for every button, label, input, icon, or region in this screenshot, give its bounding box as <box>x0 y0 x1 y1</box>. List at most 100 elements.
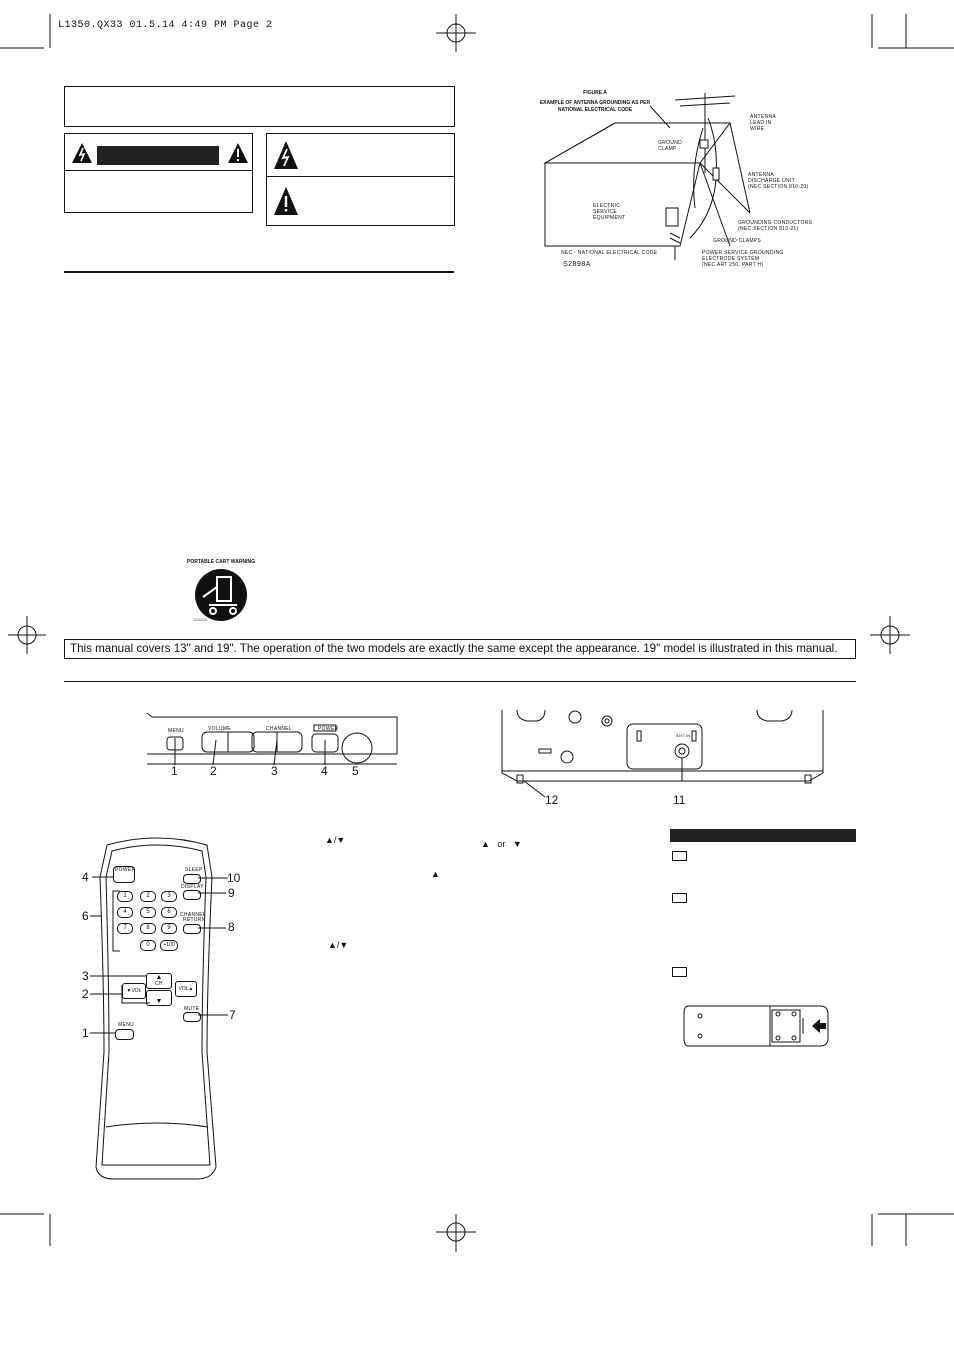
remote-digit-2[interactable]: 2 <box>140 891 156 902</box>
remote-channel-return-label-2: RETURN <box>183 917 206 923</box>
remote-power-button[interactable] <box>113 866 135 883</box>
figure-a-title: FIGURE A <box>583 90 607 96</box>
model-coverage-banner: This manual covers 13" and 19". The oper… <box>64 639 856 659</box>
remote-channel-return-button[interactable] <box>183 924 201 934</box>
rear-callout-12: 12 <box>545 793 559 807</box>
remote-digit-8[interactable]: 8 <box>140 923 156 934</box>
label-ground-clamp-1: GROUND <box>658 140 683 146</box>
remote-callout-2: 2 <box>82 987 89 1001</box>
front-channel-label: CHANNEL <box>266 726 292 732</box>
front-callout-5: 5 <box>352 764 359 778</box>
arrow-glyph-updown-1: ▲/▼ <box>325 835 346 845</box>
remote-digit-6[interactable]: 6 <box>161 907 177 918</box>
rear-panel-drawing <box>501 709 824 798</box>
remote-digit-3[interactable]: 3 <box>161 891 177 902</box>
symbols-box <box>266 133 455 226</box>
remote-digit-5[interactable]: 5 <box>140 907 156 918</box>
caution-box <box>64 133 253 213</box>
remote-channel-return-label-1: CHANNEL <box>180 912 206 918</box>
figure-a-subtitle-2: NATIONAL ELECTRICAL CODE <box>557 107 633 113</box>
remote-callout-3: 3 <box>82 969 89 983</box>
section-rule-top <box>64 271 454 273</box>
cart-caption: S3126A <box>193 617 208 622</box>
front-callout-lines <box>174 738 326 766</box>
rear-ant-label: ANT.IN <box>676 733 691 738</box>
remote-vol-up-button[interactable]: VOL▲ <box>175 981 197 997</box>
remote-ch-label: CH <box>155 981 163 987</box>
figure-a-subtitle-1: EXAMPLE OF ANTENNA GROUNDING AS PER <box>539 100 651 106</box>
label-electric-service-2: SERVICE <box>593 209 617 215</box>
step-3-box <box>672 967 687 977</box>
label-power-service-2: ELECTRODE SYSTEM <box>702 256 760 262</box>
front-callout-1: 1 <box>171 764 178 778</box>
remote-callout-lines <box>90 876 228 1034</box>
front-menu-label: MENU <box>168 728 184 734</box>
remote-callout-9: 9 <box>228 886 235 900</box>
label-power-service-3: (NEC ART 250, PART H) <box>702 262 764 268</box>
remote-menu-button[interactable] <box>115 1029 134 1040</box>
remote-ch-up-button[interactable]: ▲ <box>146 973 172 989</box>
arrow-glyph-updown-2: ▲ or ▼ <box>481 839 522 849</box>
remote-menu-label: MENU <box>118 1022 134 1028</box>
label-discharge-3: (NEC SECTION 810-20) <box>748 184 809 190</box>
label-discharge-2: DISCHARGE UNIT <box>748 178 795 184</box>
remote-callout-4: 4 <box>82 870 89 884</box>
remote-display-button[interactable] <box>183 890 201 900</box>
label-electric-service-3: EQUIPMENT <box>593 215 626 221</box>
arrow-glyph-up: ▲ <box>431 869 440 879</box>
cart-warning-title: PORTABLE CART WARNING <box>187 559 255 565</box>
step-2-box <box>672 893 687 903</box>
front-volume-label: VOLUME <box>208 726 231 732</box>
remote-sleep-label: SLEEP <box>185 867 203 873</box>
front-callout-2: 2 <box>210 764 217 778</box>
remote-sleep-button[interactable] <box>183 874 201 884</box>
remote-digit-4[interactable]: 4 <box>117 907 133 918</box>
remote-mute-button[interactable] <box>183 1012 201 1022</box>
front-callout-4: 4 <box>321 764 328 778</box>
warning-header-box <box>64 86 455 127</box>
print-header: L1350.QX33 01.5.14 4:49 PM Page 2 <box>58 20 273 31</box>
label-nec: NEC - NATIONAL ELECTRICAL CODE <box>561 250 658 256</box>
label-power-service-1: POWER SERVICE GROUNDING <box>702 250 784 256</box>
symbols-divider <box>266 176 455 177</box>
remote-digit-7[interactable]: 7 <box>117 923 133 934</box>
label-discharge-1: ANTENNA <box>748 172 774 178</box>
label-grounding-conductors-1: GROUNDING CONDUCTORS <box>738 220 813 226</box>
remote-callout-6: 6 <box>82 909 89 923</box>
front-power-label: POWER <box>318 726 339 732</box>
remote-callout-8: 8 <box>228 920 235 934</box>
step-1-box <box>672 851 687 861</box>
remote-callout-7: 7 <box>229 1008 236 1022</box>
remote-control-drawing <box>95 837 217 1180</box>
lightning-symbol-icon <box>274 141 298 169</box>
label-antenna-lead-1: ANTENNA <box>750 114 776 120</box>
label-electric-service-1: ELECTRIC <box>593 203 621 209</box>
figure-a-code: S2898A <box>563 261 591 268</box>
exclamation-symbol-icon <box>274 187 298 215</box>
label-antenna-lead-3: WIRE <box>750 126 765 132</box>
remote-digit-1[interactable]: 1 <box>117 891 133 902</box>
remote-callout-1: 1 <box>82 1026 89 1040</box>
remote-display-label: DISPLAY <box>181 884 204 890</box>
exclamation-warning-icon <box>228 143 248 163</box>
lightning-warning-icon <box>72 143 92 163</box>
label-ground-clamp-2: CLAMP <box>658 146 677 152</box>
remote-power-label: POWER <box>115 867 136 873</box>
section-rule-bottom <box>64 681 856 682</box>
remote-digit-0[interactable]: 0 <box>140 940 156 951</box>
label-grounding-conductors-2: (NEC SECTION 810-21) <box>738 226 799 232</box>
rear-callout-11: 11 <box>673 793 686 807</box>
label-antenna-lead-2: LEAD IN <box>750 120 772 126</box>
remote-ch-down-button[interactable]: ▼ <box>146 990 172 1006</box>
remote-plus100-button[interactable]: +100 <box>160 940 178 951</box>
label-ground-clamps: GROUND CLAMPS <box>713 238 762 244</box>
remote-digit-9[interactable]: 9 <box>161 923 177 934</box>
antenna-grounding-diagram <box>543 93 751 260</box>
battery-section-header-bar <box>670 829 856 842</box>
remote-battery-cover-drawing <box>683 1005 829 1047</box>
remote-mute-label: MUTE <box>184 1006 200 1012</box>
caution-black-bar <box>97 146 219 165</box>
front-callout-3: 3 <box>271 764 278 778</box>
caution-divider <box>64 170 253 171</box>
